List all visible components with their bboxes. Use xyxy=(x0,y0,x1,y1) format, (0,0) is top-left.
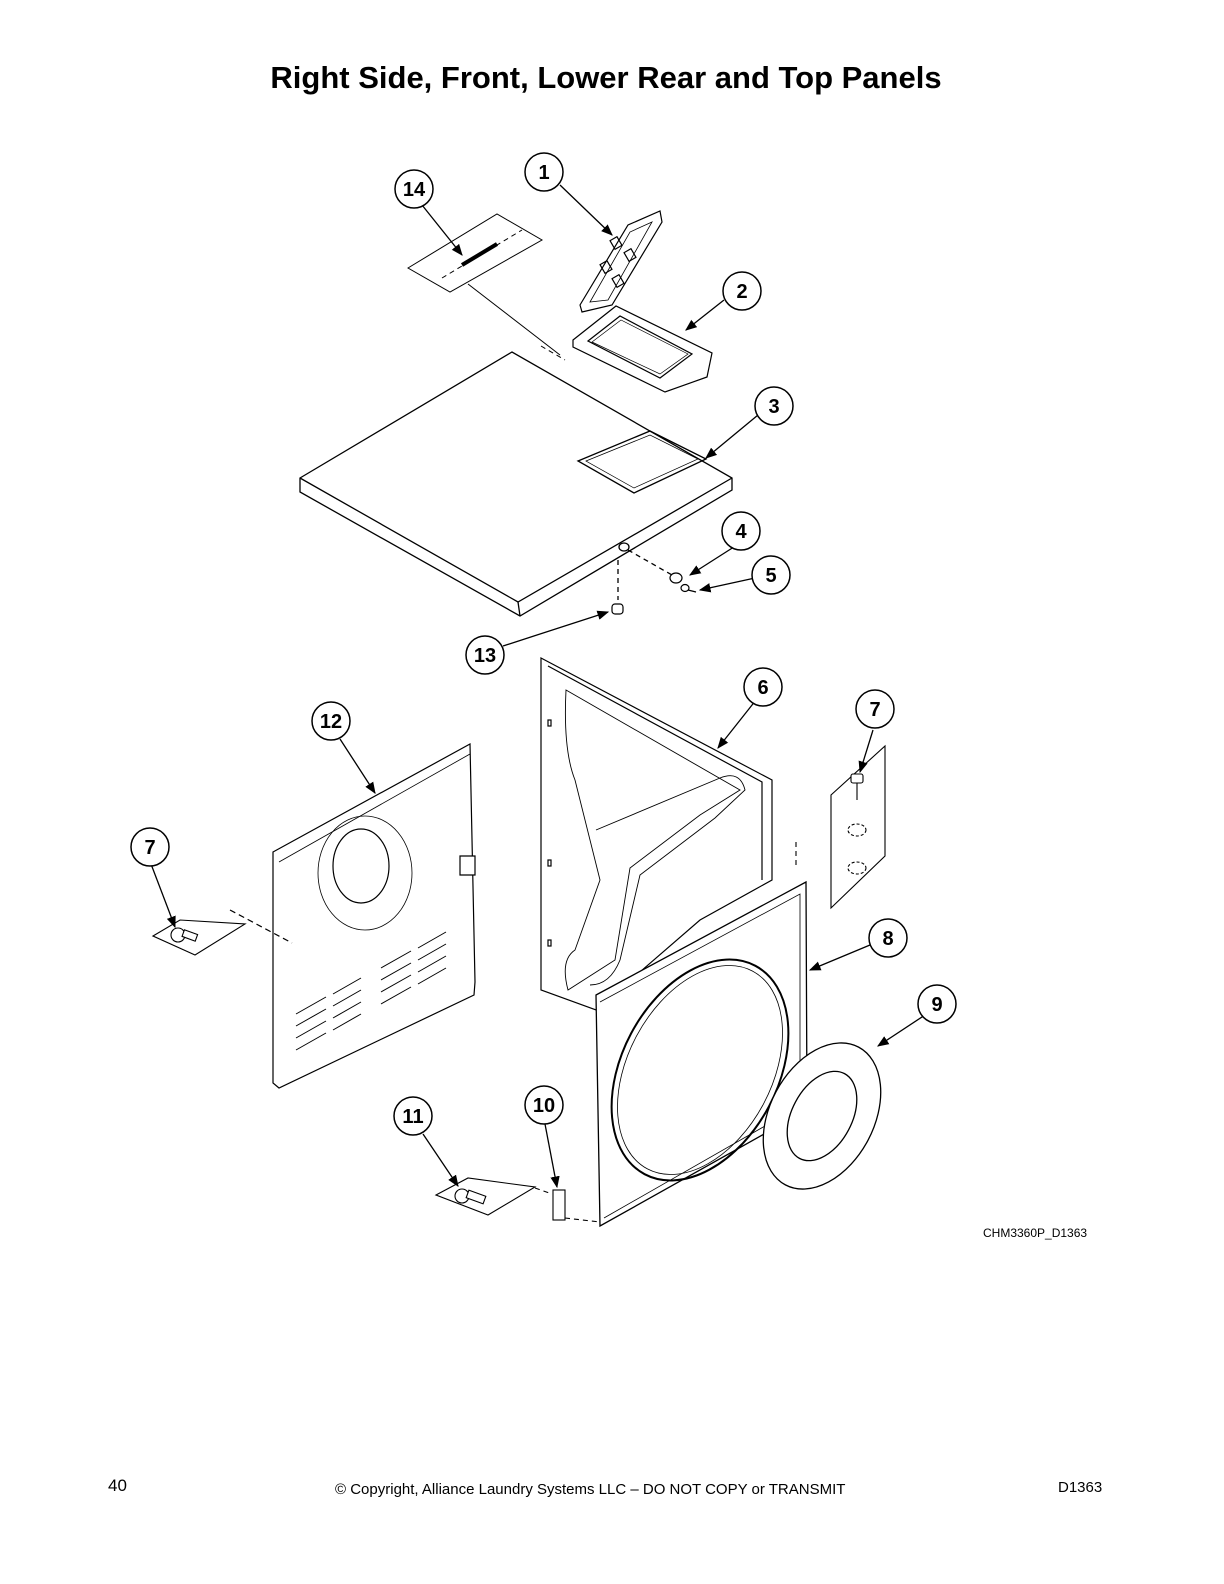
part-6-frame-panel xyxy=(540,657,773,1011)
callout-circles xyxy=(130,152,957,1136)
callout-4: 4 xyxy=(735,521,747,543)
callout-7-right: 7 xyxy=(869,699,880,721)
page-number: 40 xyxy=(108,1476,127,1495)
callout-9: 9 xyxy=(931,994,942,1016)
callout-8: 8 xyxy=(882,928,893,950)
document-code: D1363 xyxy=(1058,1479,1103,1496)
page-title: Right Side, Front, Lower Rear and Top Pa… xyxy=(270,60,942,95)
callout-6: 6 xyxy=(757,677,768,699)
leader-lines xyxy=(150,184,926,1189)
callout-10: 10 xyxy=(533,1095,555,1117)
callout-5: 5 xyxy=(765,565,776,587)
callout-12: 12 xyxy=(320,711,342,733)
copyright-notice: © Copyright, Alliance Laundry Systems LL… xyxy=(335,1481,846,1498)
parts-10-11-hardware xyxy=(434,1177,601,1223)
callout-2: 2 xyxy=(736,281,747,303)
part-1-control-panel xyxy=(579,210,663,313)
part-14-label-inset xyxy=(407,213,566,361)
callout-14: 14 xyxy=(403,179,426,201)
callout-3: 3 xyxy=(768,396,779,418)
drawing-id: CHM3360P_D1363 xyxy=(983,1226,1088,1240)
parts-4-5-13-hardware xyxy=(611,572,697,615)
callout-numbers: 1 2 3 4 5 6 7 7 8 9 10 11 12 13 14 xyxy=(144,162,942,1128)
part-9-door-ring xyxy=(762,1042,882,1190)
part-7-bolt-inset-right xyxy=(795,744,886,910)
part-2-frame xyxy=(572,305,713,393)
callout-11: 11 xyxy=(402,1106,423,1128)
part-7-screw-inset-left xyxy=(151,919,247,956)
callout-7-left: 7 xyxy=(144,837,155,859)
part-12-side-panel xyxy=(229,742,476,1089)
callout-1: 1 xyxy=(538,162,549,184)
part-3-top-panel xyxy=(299,351,733,617)
callout-13: 13 xyxy=(474,645,496,667)
